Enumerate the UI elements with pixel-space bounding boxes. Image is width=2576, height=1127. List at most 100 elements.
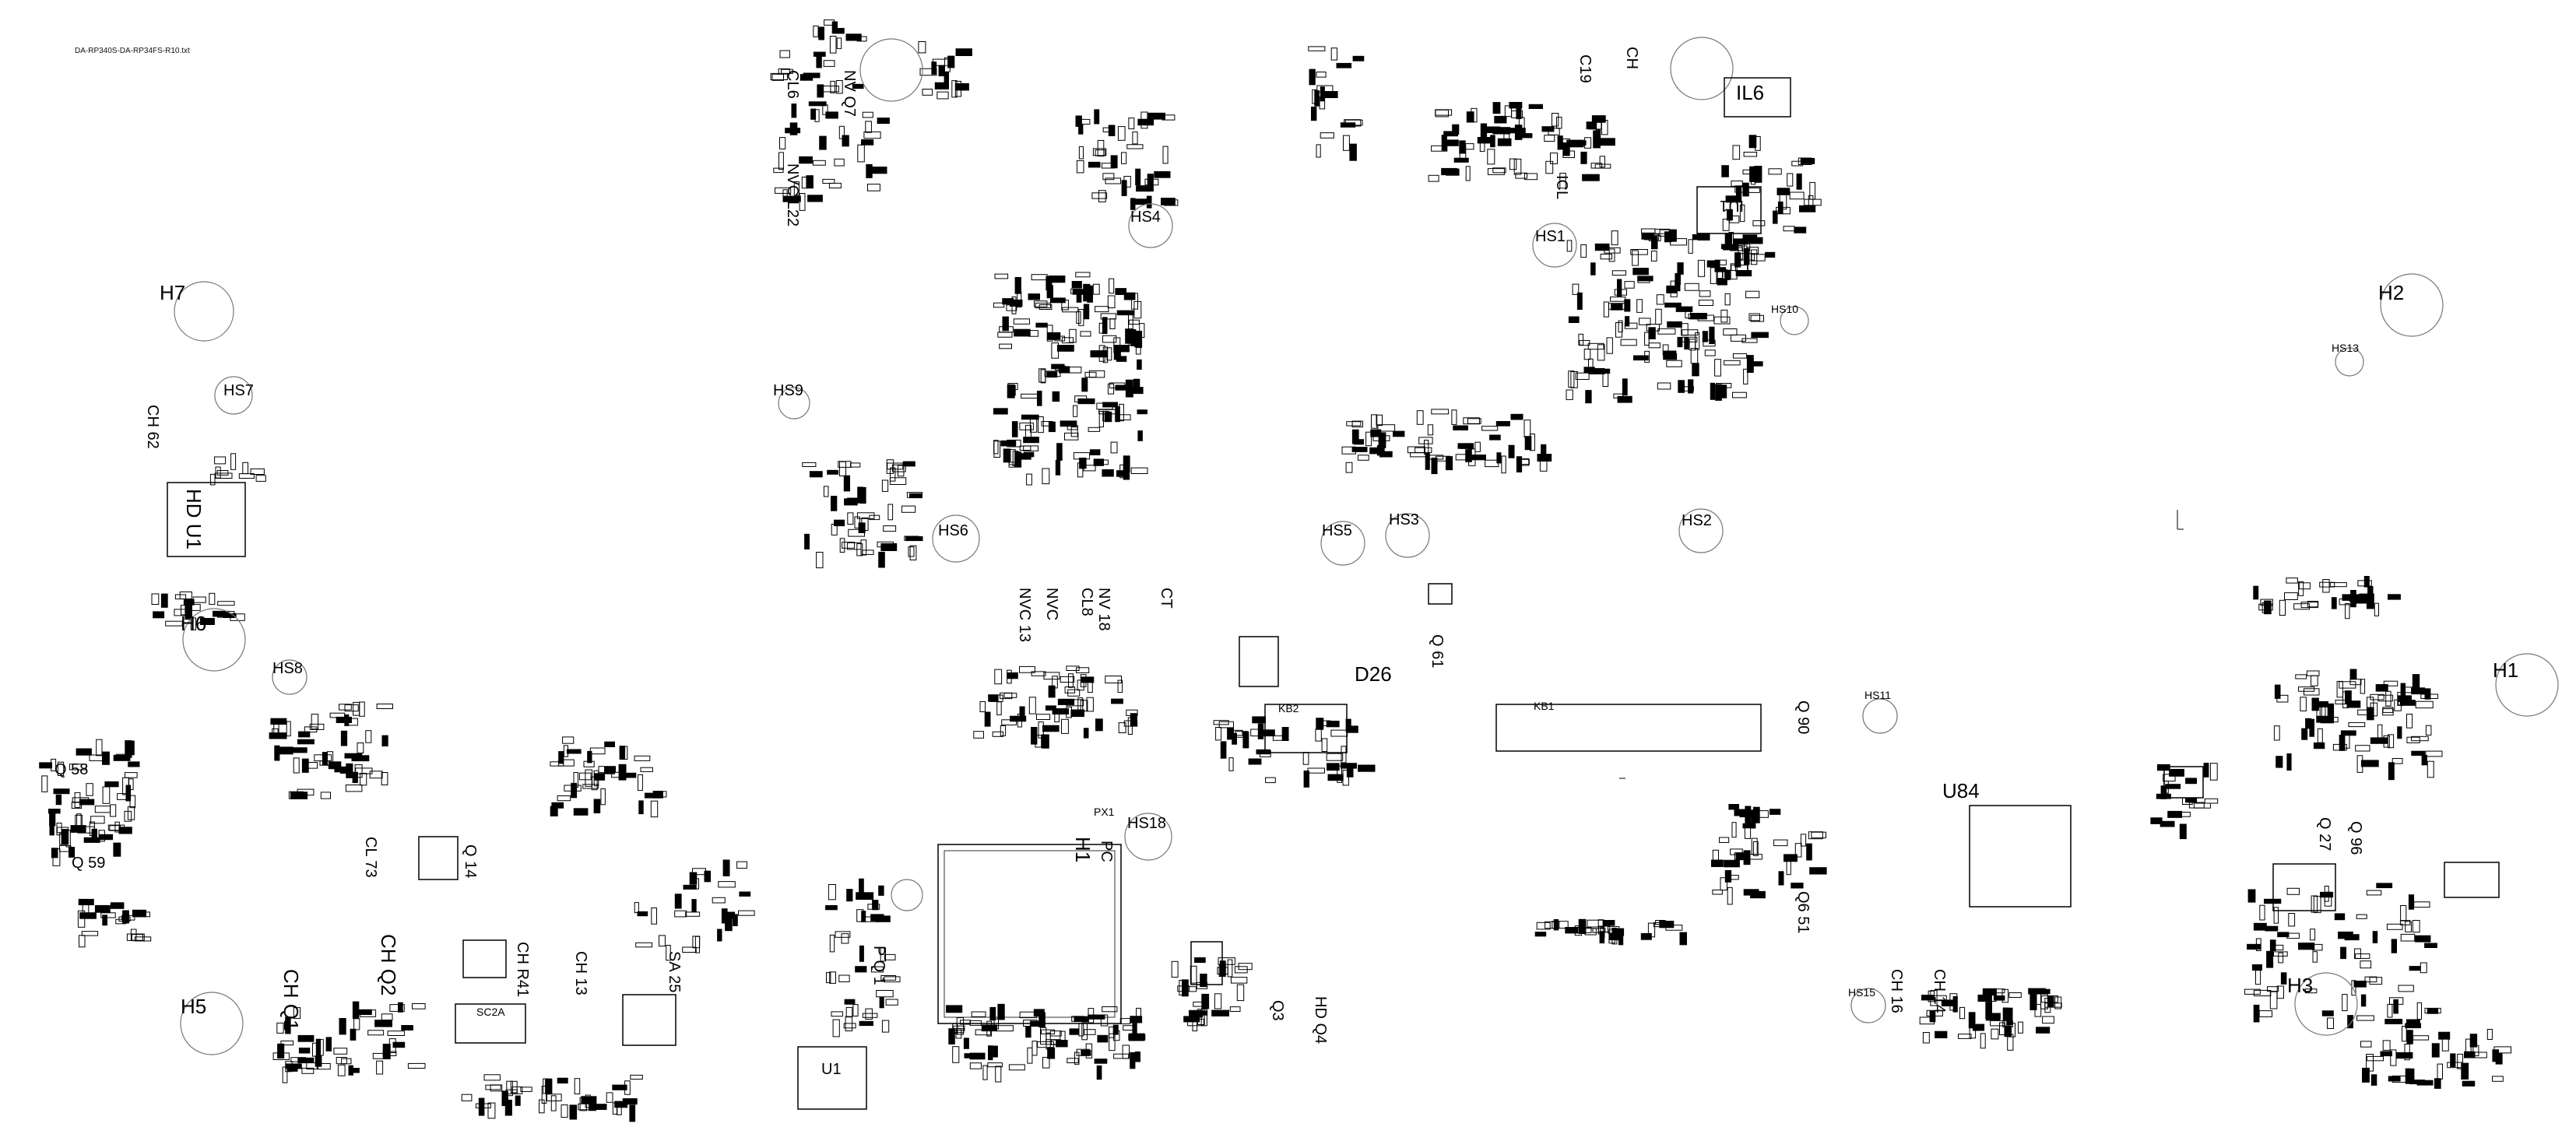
smd-pad [1728, 232, 1734, 249]
smd-pad [1587, 342, 1604, 350]
smd-pad [1038, 368, 1046, 383]
smd-pad [2265, 925, 2279, 932]
smd-pad [1327, 763, 1340, 771]
smd-pad [1117, 679, 1123, 693]
smd-pad [1714, 267, 1726, 272]
smd-pad [336, 1057, 347, 1065]
heatsink-hole-hs3 [1385, 513, 1430, 558]
smd-pad [1056, 345, 1074, 352]
smd-pad [312, 1042, 318, 1057]
smd-pad [1704, 349, 1716, 356]
smd-pad [1035, 302, 1051, 309]
smd-pad [1921, 995, 1935, 1001]
smd-pad [2269, 991, 2278, 1009]
smd-pad [2360, 760, 2379, 767]
smd-pad [1112, 1024, 1119, 1035]
smd-pad [2301, 728, 2308, 740]
smd-pad [79, 935, 86, 948]
smd-pad [1734, 852, 1746, 860]
smd-pad [1343, 135, 1350, 151]
smd-pad [1229, 1006, 1241, 1012]
smd-pad [2400, 683, 2406, 697]
smd-pad [1659, 229, 1675, 237]
smd-pad [834, 519, 845, 527]
smd-pad [1641, 228, 1656, 233]
smd-pad [1497, 138, 1512, 146]
smd-pad [1751, 249, 1758, 265]
smd-pad [863, 131, 881, 139]
smd-pad [2386, 923, 2403, 930]
smd-pad [2369, 977, 2383, 985]
smd-pad [1922, 1032, 1930, 1044]
smd-pad [2209, 763, 2218, 781]
smd-pad [1606, 337, 1613, 354]
smd-pad [1919, 1016, 1935, 1025]
smd-pad [1490, 135, 1495, 148]
smd-pad [1162, 146, 1169, 164]
smd-pad [1600, 254, 1613, 260]
smd-pad [352, 1001, 360, 1019]
refdes-d26: D26 [1355, 662, 1392, 686]
smd-pad [1796, 173, 1802, 190]
box-il6 [1724, 77, 1791, 118]
smd-pad [847, 512, 854, 525]
smd-pad [1496, 452, 1502, 464]
smd-pad [2357, 580, 2372, 587]
smd-pad [1617, 395, 1632, 403]
smd-pad [1352, 55, 1365, 61]
smd-pad [2319, 581, 2335, 588]
mounting-hole-h5 [180, 992, 244, 1055]
smd-pad [1584, 928, 1597, 936]
smd-pad [199, 618, 215, 625]
smd-pad [1369, 447, 1385, 455]
smd-pad [2406, 736, 2420, 743]
smd-pad [1137, 409, 1147, 415]
smd-pad [1320, 86, 1325, 102]
smd-pad [1742, 823, 1755, 829]
smd-pad [1315, 729, 1322, 742]
smd-pad [856, 512, 875, 519]
smd-pad [309, 723, 325, 730]
hd-u1-outline [167, 482, 246, 557]
smd-pad [1098, 411, 1104, 428]
smd-pad [359, 701, 365, 717]
smd-pad [948, 1028, 955, 1044]
smd-pad [2273, 725, 2280, 741]
smd-pad [1751, 332, 1769, 339]
refdes-q14: Q 14 [462, 844, 479, 878]
smd-pad [1743, 368, 1748, 384]
smd-pad [2179, 823, 2187, 840]
smd-pad [69, 847, 76, 858]
smd-pad [1132, 132, 1138, 145]
smd-pad [2300, 697, 2307, 711]
smd-pad [1959, 1006, 1966, 1020]
smd-pad [1131, 293, 1138, 310]
smd-pad [778, 152, 784, 170]
smd-pad [857, 144, 865, 163]
smd-pad [1735, 270, 1752, 277]
smd-pad [819, 135, 827, 150]
smd-pad [333, 1048, 348, 1055]
smd-pad [2461, 1062, 2469, 1080]
smd-pad [86, 783, 93, 796]
smd-pad [789, 122, 798, 135]
smd-pad [2253, 1004, 2260, 1023]
smd-pad [2354, 948, 2361, 960]
smd-pad [1061, 337, 1074, 344]
smd-pad [2286, 887, 2300, 895]
label-h1-chip: H1 [1071, 837, 1095, 862]
smd-pad [94, 904, 111, 913]
box-v2su1 [1190, 941, 1223, 985]
smd-pad [1578, 918, 1587, 935]
smd-pad [2311, 697, 2319, 711]
smd-pad [1077, 398, 1095, 405]
smd-pad [1783, 226, 1795, 232]
smd-pad [2412, 674, 2420, 690]
smd-pad [71, 802, 83, 809]
smd-pad [1046, 325, 1053, 342]
heatsink-hole-hs11 [1862, 698, 1898, 734]
label-hs18: HS18 [1127, 815, 1166, 832]
mounting-hole-h1 [2495, 653, 2559, 717]
smd-pad [2388, 1076, 2401, 1082]
smd-pad [1588, 358, 1594, 374]
